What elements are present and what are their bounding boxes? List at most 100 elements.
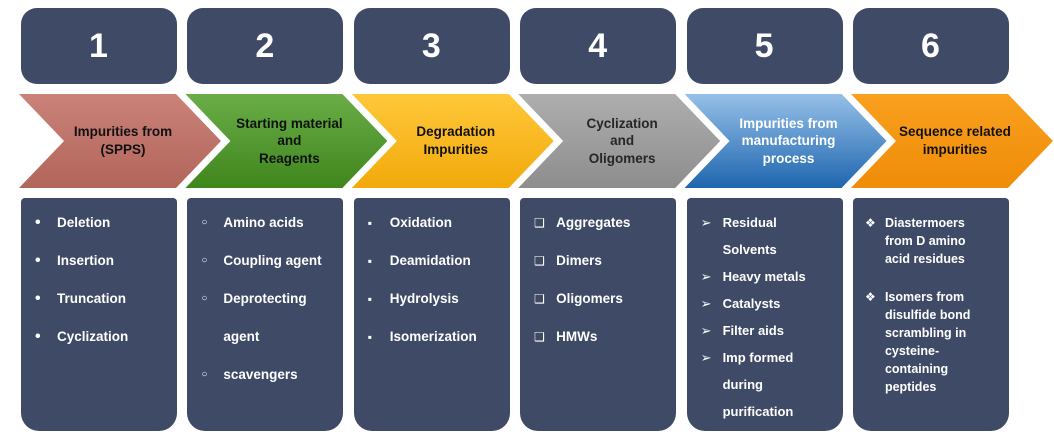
stage-arrow-label: Impurities from manufacturing process	[739, 115, 838, 166]
list-item-text: Truncation	[57, 291, 127, 306]
stage-number-box: 1	[21, 8, 177, 84]
list-item: ❑ Aggregates	[530, 204, 671, 242]
stage-number-box: 3	[353, 8, 510, 84]
stage-arrow-icon: Sequence related impurities	[851, 94, 1053, 188]
circle-bullet-icon: ○	[201, 369, 208, 380]
list-item: ○ Deprotecting agent	[197, 280, 338, 356]
stage-column: 2 Starting material and Reagents ○Amino …	[187, 8, 343, 442]
arrowhead-bullet-icon: ➢	[700, 323, 712, 338]
stage-arrow-label: Impurities from (SPPS)	[73, 124, 173, 157]
stage-detail-box: ○ Amino acids ○ Coupling agent ○ Deprotecting…	[187, 198, 344, 431]
stage-arrow-slot: Degradation Impurities	[354, 94, 510, 188]
stage-number: 4	[588, 26, 609, 65]
list-item: ➢ Imp formed during purification	[697, 344, 838, 425]
stage-number: 3	[421, 26, 442, 65]
list-item-text: Deprotecting agent	[223, 291, 307, 344]
stage-number-box: 2	[187, 8, 344, 84]
square-bullet-icon: ▪	[367, 292, 373, 306]
list-item: ❖ Diastermoers from D amino acid residues	[863, 214, 1004, 268]
list-item: ▪ Deamidation	[364, 242, 505, 280]
list-item-text: Dimers	[556, 253, 602, 268]
diamond-bullet-icon: ❖	[864, 216, 876, 230]
list-item-text: Isomers from disulfide bond scrambling i…	[884, 290, 971, 394]
stage-arrow-slot: Impurities from manufacturing process	[687, 94, 843, 188]
list-item: ○ scavengers	[197, 356, 338, 394]
list-item: ▪ Hydrolysis	[364, 280, 505, 318]
open-square-bullet-icon: ❑	[534, 330, 545, 344]
list-item: •Insertion	[31, 242, 172, 280]
list-item: ▪ Oxidation	[364, 204, 505, 242]
list-item-text: Hydrolysis	[389, 291, 459, 306]
stage-number: 5	[754, 26, 775, 65]
open-square-bullet-icon: ❑	[534, 216, 545, 230]
list-item-text: Aggregates	[556, 215, 631, 230]
stage-number-box: 6	[852, 8, 1009, 84]
list-item: ➢ Catalysts	[697, 290, 838, 317]
stage-column: 4 Cyclization and Oligomers ❑Aggregates❑…	[520, 8, 676, 442]
stage-item-list: ▪ Oxidation ▪ Deamidation ▪ Hydrolysis ▪Isomer…	[364, 204, 505, 356]
dot-bullet-icon: •	[35, 328, 41, 345]
list-item-text: Heavy metals	[722, 269, 806, 284]
list-item-text: Deamidation	[389, 253, 471, 268]
list-item-text: Catalysts	[722, 296, 781, 311]
list-item: ➢ Filter aids	[697, 317, 838, 344]
stage-column: 5 Impurities from manufacturing process …	[687, 8, 843, 442]
stage-arrow-label: Cyclization and Oligomers	[586, 115, 658, 166]
open-square-bullet-icon: ❑	[534, 292, 545, 306]
list-item-text: Imp formed during purification	[722, 350, 794, 419]
stage-detail-box: ▪ Oxidation ▪ Deamidation ▪ Hydrolysis ▪Isomer…	[353, 198, 510, 431]
stage-item-list: ➢Residual Solvents➢Heavy metals➢Catalyst…	[697, 209, 838, 425]
stage-number: 2	[255, 26, 276, 65]
stage-arrow-slot: Cyclization and Oligomers	[520, 94, 676, 188]
arrowhead-bullet-icon: ➢	[700, 269, 712, 284]
list-item-text: Residual Solvents	[722, 215, 777, 257]
list-item-text: scavengers	[223, 367, 298, 382]
list-item: ▪Isomerization	[364, 318, 505, 356]
list-item: •Truncation	[31, 280, 172, 318]
list-item-text: Filter aids	[722, 323, 784, 338]
circle-bullet-icon: ○	[201, 255, 208, 266]
stage-arrow-slot: Impurities from (SPPS)	[21, 94, 177, 188]
stage-detail-box: ➢Residual Solvents➢Heavy metals➢Catalyst…	[686, 198, 843, 431]
list-item-text: Isomerization	[389, 329, 477, 344]
list-item-text: Oligomers	[556, 291, 623, 306]
square-bullet-icon: ▪	[367, 216, 373, 230]
list-item: ❖ Isomers from disulfide bond scrambling …	[863, 288, 1004, 396]
stage-item-list: • Deletion •Insertion•Truncation • Cyclizati…	[31, 204, 172, 356]
open-square-bullet-icon: ❑	[534, 254, 545, 268]
list-item-text: Insertion	[57, 253, 115, 268]
stage-arrow-label: Degradation Impurities	[416, 124, 496, 157]
list-item: ➢ Heavy metals	[697, 263, 838, 290]
circle-bullet-icon: ○	[201, 293, 208, 304]
stage-arrow-label: Sequence related impurities	[899, 124, 1011, 157]
list-item: ❑ Oligomers	[530, 280, 671, 318]
list-item: ○ Amino acids	[197, 204, 338, 242]
list-item: ➢Residual Solvents	[697, 209, 838, 263]
list-item: ❑ Dimers	[530, 242, 671, 280]
list-item: ❑HMWs	[530, 318, 671, 356]
stage-detail-box: • Deletion •Insertion•Truncation • Cyclizati…	[21, 198, 177, 431]
list-item-text: Cyclization	[57, 329, 129, 344]
diamond-bullet-icon: ❖	[864, 290, 876, 304]
stage-number: 1	[89, 26, 109, 65]
list-item: ○ Coupling agent	[197, 242, 338, 280]
list-item-text: Amino acids	[223, 215, 304, 230]
stage-column: 6 Sequence related impurities ❖ Diastermo…	[853, 8, 1009, 442]
arrowhead-bullet-icon: ➢	[700, 296, 712, 311]
square-bullet-icon: ▪	[367, 254, 373, 268]
list-item-text: Coupling agent	[223, 253, 322, 268]
stage-item-list: ❑ Aggregates ❑ Dimers ❑ Oligomers ❑HMWs	[530, 204, 671, 356]
list-item-text: Diastermoers from D amino acid residues	[884, 216, 966, 266]
stage-column: 1 Impurities from (SPPS) •Deletion•Inser…	[21, 8, 177, 442]
dot-bullet-icon: •	[35, 214, 41, 231]
list-item-text: Oxidation	[389, 215, 453, 230]
stage-item-list: ○ Amino acids ○ Coupling agent ○ Deprotecting…	[197, 204, 338, 394]
stage-arrow-slot: Sequence related impurities	[853, 94, 1009, 188]
stage-detail-box: ❑ Aggregates ❑ Dimers ❑ Oligomers ❑HMWs	[520, 198, 677, 431]
list-item: • Deletion	[31, 204, 172, 242]
stage-column: 3 Degradation Impurities ▪ Oxidation ▪ Deam…	[354, 8, 510, 442]
arrowhead-bullet-icon: ➢	[700, 350, 712, 365]
list-item-text: Deletion	[57, 215, 111, 230]
circle-bullet-icon: ○	[201, 217, 208, 228]
